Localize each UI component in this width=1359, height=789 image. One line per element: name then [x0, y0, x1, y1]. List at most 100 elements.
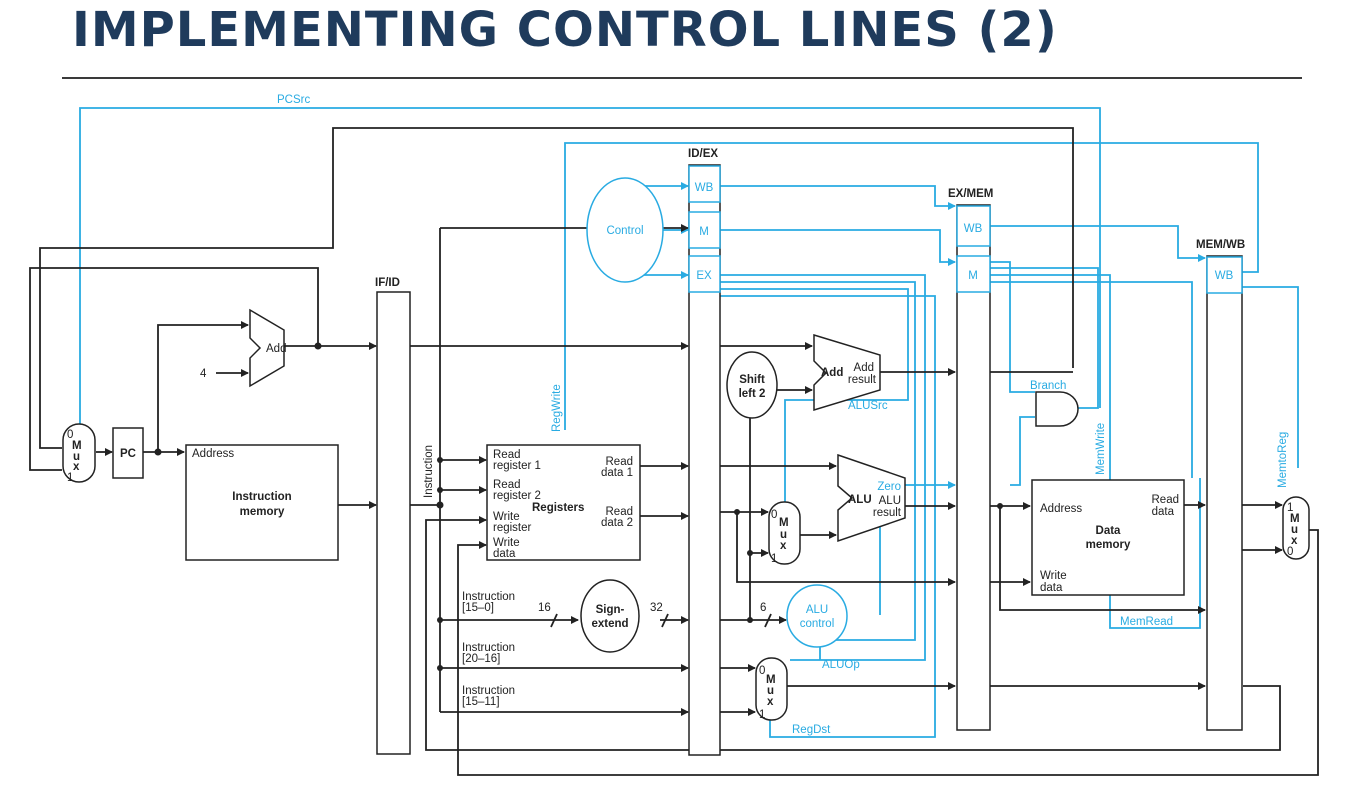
rf-write-data-a: Write: [493, 537, 520, 549]
alusrc-mux-1: 1: [771, 553, 777, 565]
memwrite-wire: [990, 281, 1193, 478]
instr-20-16-label-a: Instruction: [462, 642, 515, 654]
regdst-mux-body: [755, 657, 788, 721]
rf-read-reg-2-a: Read: [493, 479, 521, 491]
branch-control-wire: [990, 261, 1035, 393]
id-ex-m-text: M: [699, 226, 709, 238]
zero-to-and-wire: [1010, 416, 1035, 486]
alu-unit: [837, 453, 906, 543]
width-tick-16: [550, 613, 558, 628]
imem-address-label: Address: [192, 448, 234, 460]
const-four-label: 4: [200, 368, 207, 380]
rf-read-data-2-a: Read: [606, 506, 634, 518]
alu-result-to-memwb-wire: [999, 506, 1206, 614]
branch-adder-label: Add: [821, 367, 843, 379]
sign-extend-label-b: extend: [591, 618, 628, 630]
regdst-mux-x: x: [767, 696, 774, 708]
aluop-wire: [720, 274, 926, 661]
branch-adder: [813, 333, 881, 412]
junction-dots: [154, 342, 1003, 671]
alu-label: ALU: [848, 494, 872, 506]
rf-write-reg-a: Write: [493, 511, 520, 523]
rf-read-data-1-a: Read: [606, 456, 634, 468]
imem-name-line-2: memory: [240, 506, 285, 518]
id-ex-wb-text: WB: [695, 182, 714, 194]
alusrc-mux: 0 M u x 1: [768, 501, 801, 565]
pc-mux-0: 0: [67, 429, 73, 441]
sign-extend-unit: [580, 579, 640, 653]
memtoreg-mux-body: [1282, 496, 1310, 560]
id-ex-m-field: [688, 211, 721, 249]
alusrc-mux-m: M: [779, 517, 789, 529]
pc-mux-body: [62, 423, 96, 483]
width-32-label: 32: [650, 602, 663, 614]
data-memory: [1031, 479, 1185, 596]
imem-name-line-1: Instruction: [232, 491, 291, 503]
ex-mem-wb-text: WB: [964, 223, 983, 235]
alusrc-mux-body: [768, 501, 801, 565]
memtoreg-wire: [1242, 286, 1299, 468]
instruction-junction: [436, 501, 444, 509]
memwrite-label: MemWrite: [1095, 423, 1107, 475]
pc-junction: [154, 448, 162, 456]
rf-read-reg-1-a: Read: [493, 449, 521, 461]
control-unit: [586, 177, 664, 283]
alusrc-wire: [720, 288, 909, 505]
memtoreg-mux-u: u: [1291, 524, 1298, 536]
rf-write-reg-b: register: [493, 522, 532, 534]
alu-result-label-b: result: [873, 507, 902, 519]
pc-mux-1: 1: [67, 472, 73, 484]
width-6-label: 6: [760, 602, 766, 614]
width-16-label: 16: [538, 602, 551, 614]
imm-ex-junction: [747, 617, 753, 623]
pc-plus-4-wire: [29, 267, 319, 471]
width-tick-32: [661, 613, 669, 628]
memtoreg-mux-x: x: [1291, 535, 1298, 547]
instruction-bus-label: Instruction: [423, 445, 435, 498]
regdst-mux-m: M: [766, 674, 776, 686]
dmem-address-label: Address: [1040, 503, 1082, 515]
id-ex-register: [688, 164, 721, 756]
dmem-read-data-a: Read: [1152, 494, 1180, 506]
rd2-junction: [734, 509, 740, 515]
imm-mux-junction: [747, 550, 753, 556]
branch-out-wire: [990, 267, 1099, 409]
pc-to-adder-wire: [157, 321, 249, 452]
mem-wb-wb-field: [1206, 256, 1243, 294]
alu-control-unit: [786, 584, 848, 648]
idex-m-to-exmem-wire: [720, 229, 956, 266]
pc-adder: [249, 308, 285, 388]
memtoreg-mux: 1 M u x 0: [1282, 496, 1310, 560]
rr1-junction: [437, 457, 443, 463]
regdst-label: RegDst: [792, 724, 831, 736]
register-file: [486, 444, 641, 561]
id-ex-label: ID/EX: [688, 148, 718, 160]
alusrc-mux-u: u: [780, 529, 787, 541]
idex-wb-to-exmem-wire: [720, 185, 956, 210]
pc-label: PC: [120, 448, 136, 460]
alusrc-label: ALUSrc: [848, 400, 888, 412]
rf-read-data-1-b: data 1: [601, 467, 633, 479]
alu-result-label-a: ALU: [879, 495, 901, 507]
pcsrc-wire: [79, 107, 1101, 432]
shift-left-2-unit: [726, 351, 778, 419]
instr-15-11-label-b: [15–11]: [462, 696, 500, 708]
write-register-wire: [425, 516, 1281, 751]
instr-15-11-label-a: Instruction: [462, 685, 515, 697]
registers-label: Registers: [532, 502, 584, 514]
mem-wb-wb-text: WB: [1215, 270, 1234, 282]
branch-target-wire: [39, 127, 1074, 449]
slide-title: IMPLEMENTING CONTROL LINES (2): [72, 2, 1058, 58]
regdst-mux-u: u: [767, 685, 774, 697]
rf-read-reg-1-b: register 1: [493, 460, 541, 472]
rt-junction: [437, 665, 443, 671]
regwrite-wire: [564, 142, 1259, 430]
branch-add-result-a: Add: [854, 362, 874, 374]
dmem-write-data-b: data: [1040, 582, 1063, 594]
instr-15-0-label-a: Instruction: [462, 591, 515, 603]
alusrc-mux-x: x: [780, 540, 787, 552]
instruction-memory: [185, 444, 339, 561]
pc-adder-label: Add: [266, 343, 286, 355]
pc-register: [112, 427, 144, 479]
